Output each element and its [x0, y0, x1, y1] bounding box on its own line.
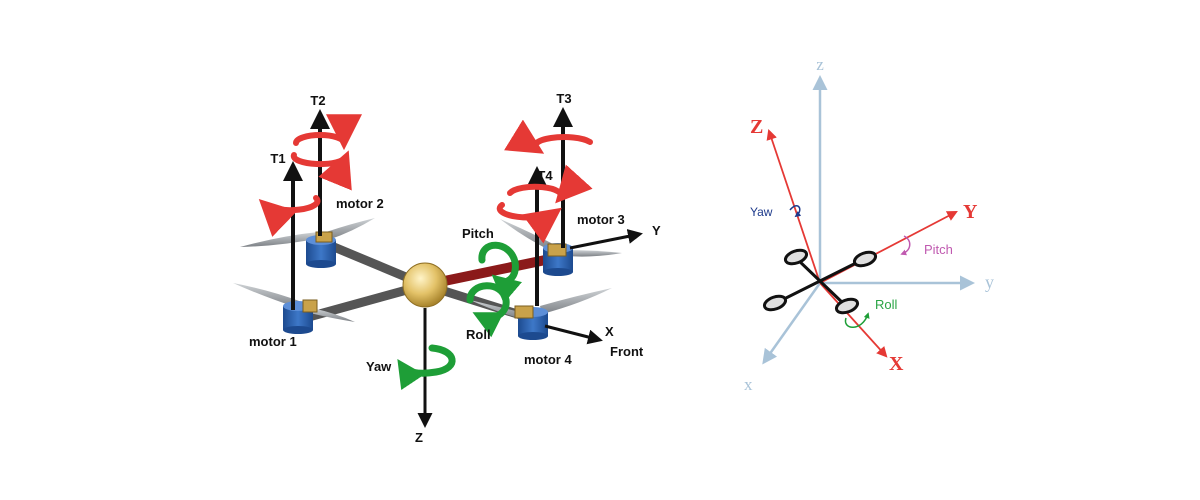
roll-rotation-arrow: [466, 282, 510, 338]
spin-arrow-t2-lower: [290, 150, 352, 191]
rotor-sketch-front-right: [834, 297, 860, 315]
label-motor-2: motor 2: [336, 196, 384, 211]
blade-motor-2b: [326, 218, 375, 240]
label-roll: Roll: [466, 327, 491, 342]
label-axis-z: Z: [415, 430, 423, 445]
yaw-rotation-icon: [789, 205, 802, 218]
frame-labels: z y x Z Y X Yaw Pitch Roll: [744, 55, 994, 394]
blade-motor-2a: [240, 232, 320, 247]
label-yaw-small: Yaw: [750, 205, 773, 219]
label-t3: T3: [556, 91, 571, 106]
label-motor-1: motor 1: [249, 334, 297, 349]
yaw-rotation-arrow: [397, 344, 456, 391]
label-pitch: Pitch: [462, 226, 494, 241]
label-axis-x: X: [605, 324, 614, 339]
motor-4: [514, 305, 548, 340]
blade-motor-1a: [233, 283, 302, 308]
attitude-rotation-arrows: [397, 241, 522, 391]
inertial-frame-axes: [762, 75, 975, 365]
spin-arrow-t4: [507, 164, 593, 204]
motors: [283, 231, 573, 340]
motor-2: [306, 231, 336, 268]
quad-frame-sketch: [762, 248, 878, 315]
body-x-axis: [819, 282, 888, 358]
label-front: Front: [610, 344, 644, 359]
label-pitch-small: Pitch: [924, 242, 953, 257]
label-motor-3: motor 3: [577, 212, 625, 227]
inertial-x-axis: [762, 282, 822, 365]
quad-axis-x-arrow: [544, 324, 603, 345]
roll-rotation-icon: [844, 312, 870, 328]
rotor-sketch-back-right: [852, 250, 878, 268]
blade-motor-4b: [540, 288, 612, 314]
motor-1: [283, 299, 318, 334]
reference-frames-diagram: z y x Z Y X Yaw Pitch Roll: [744, 55, 994, 394]
quad-labels: T2 T1 T3 T4 motor 2 motor 1 motor 3 moto…: [249, 91, 661, 445]
blade-motor-1b: [310, 308, 355, 322]
quad-body-axes: [417, 228, 643, 428]
rotor-sketch-front-left: [762, 294, 788, 312]
label-t4: T4: [537, 168, 553, 183]
spin-arrow-t4-lower: [496, 202, 562, 244]
label-t1: T1: [270, 151, 285, 166]
label-inertial-y: y: [985, 272, 994, 292]
rotor-sketch-back-left: [783, 248, 809, 266]
label-yaw: Yaw: [366, 359, 392, 374]
label-inertial-z: z: [816, 55, 824, 74]
label-body-x: X: [889, 353, 904, 375]
spin-arrow-t2: [293, 114, 362, 151]
pitch-rotation-arrow: [478, 241, 522, 304]
label-inertial-x: x: [744, 375, 753, 394]
spin-arrow-t1: [258, 195, 321, 237]
label-body-y: Y: [963, 201, 978, 223]
quadrotor-illustration: T2 T1 T3 T4 motor 2 motor 1 motor 3 moto…: [233, 91, 661, 445]
quad-axis-y-arrow: [569, 228, 643, 250]
spin-arrow-t3: [504, 119, 593, 154]
center-hub: [402, 262, 448, 308]
pitch-rotation-icon: [900, 235, 911, 256]
rotor-spin-arrows: [258, 114, 593, 244]
blade-motor-4a: [470, 300, 520, 318]
label-roll-small: Roll: [875, 297, 898, 312]
label-motor-4: motor 4: [524, 352, 572, 367]
motor-3: [543, 243, 573, 276]
label-body-z: Z: [750, 116, 763, 138]
blade-motor-3b: [565, 250, 622, 257]
label-t2: T2: [310, 93, 325, 108]
label-axis-y: Y: [652, 223, 661, 238]
